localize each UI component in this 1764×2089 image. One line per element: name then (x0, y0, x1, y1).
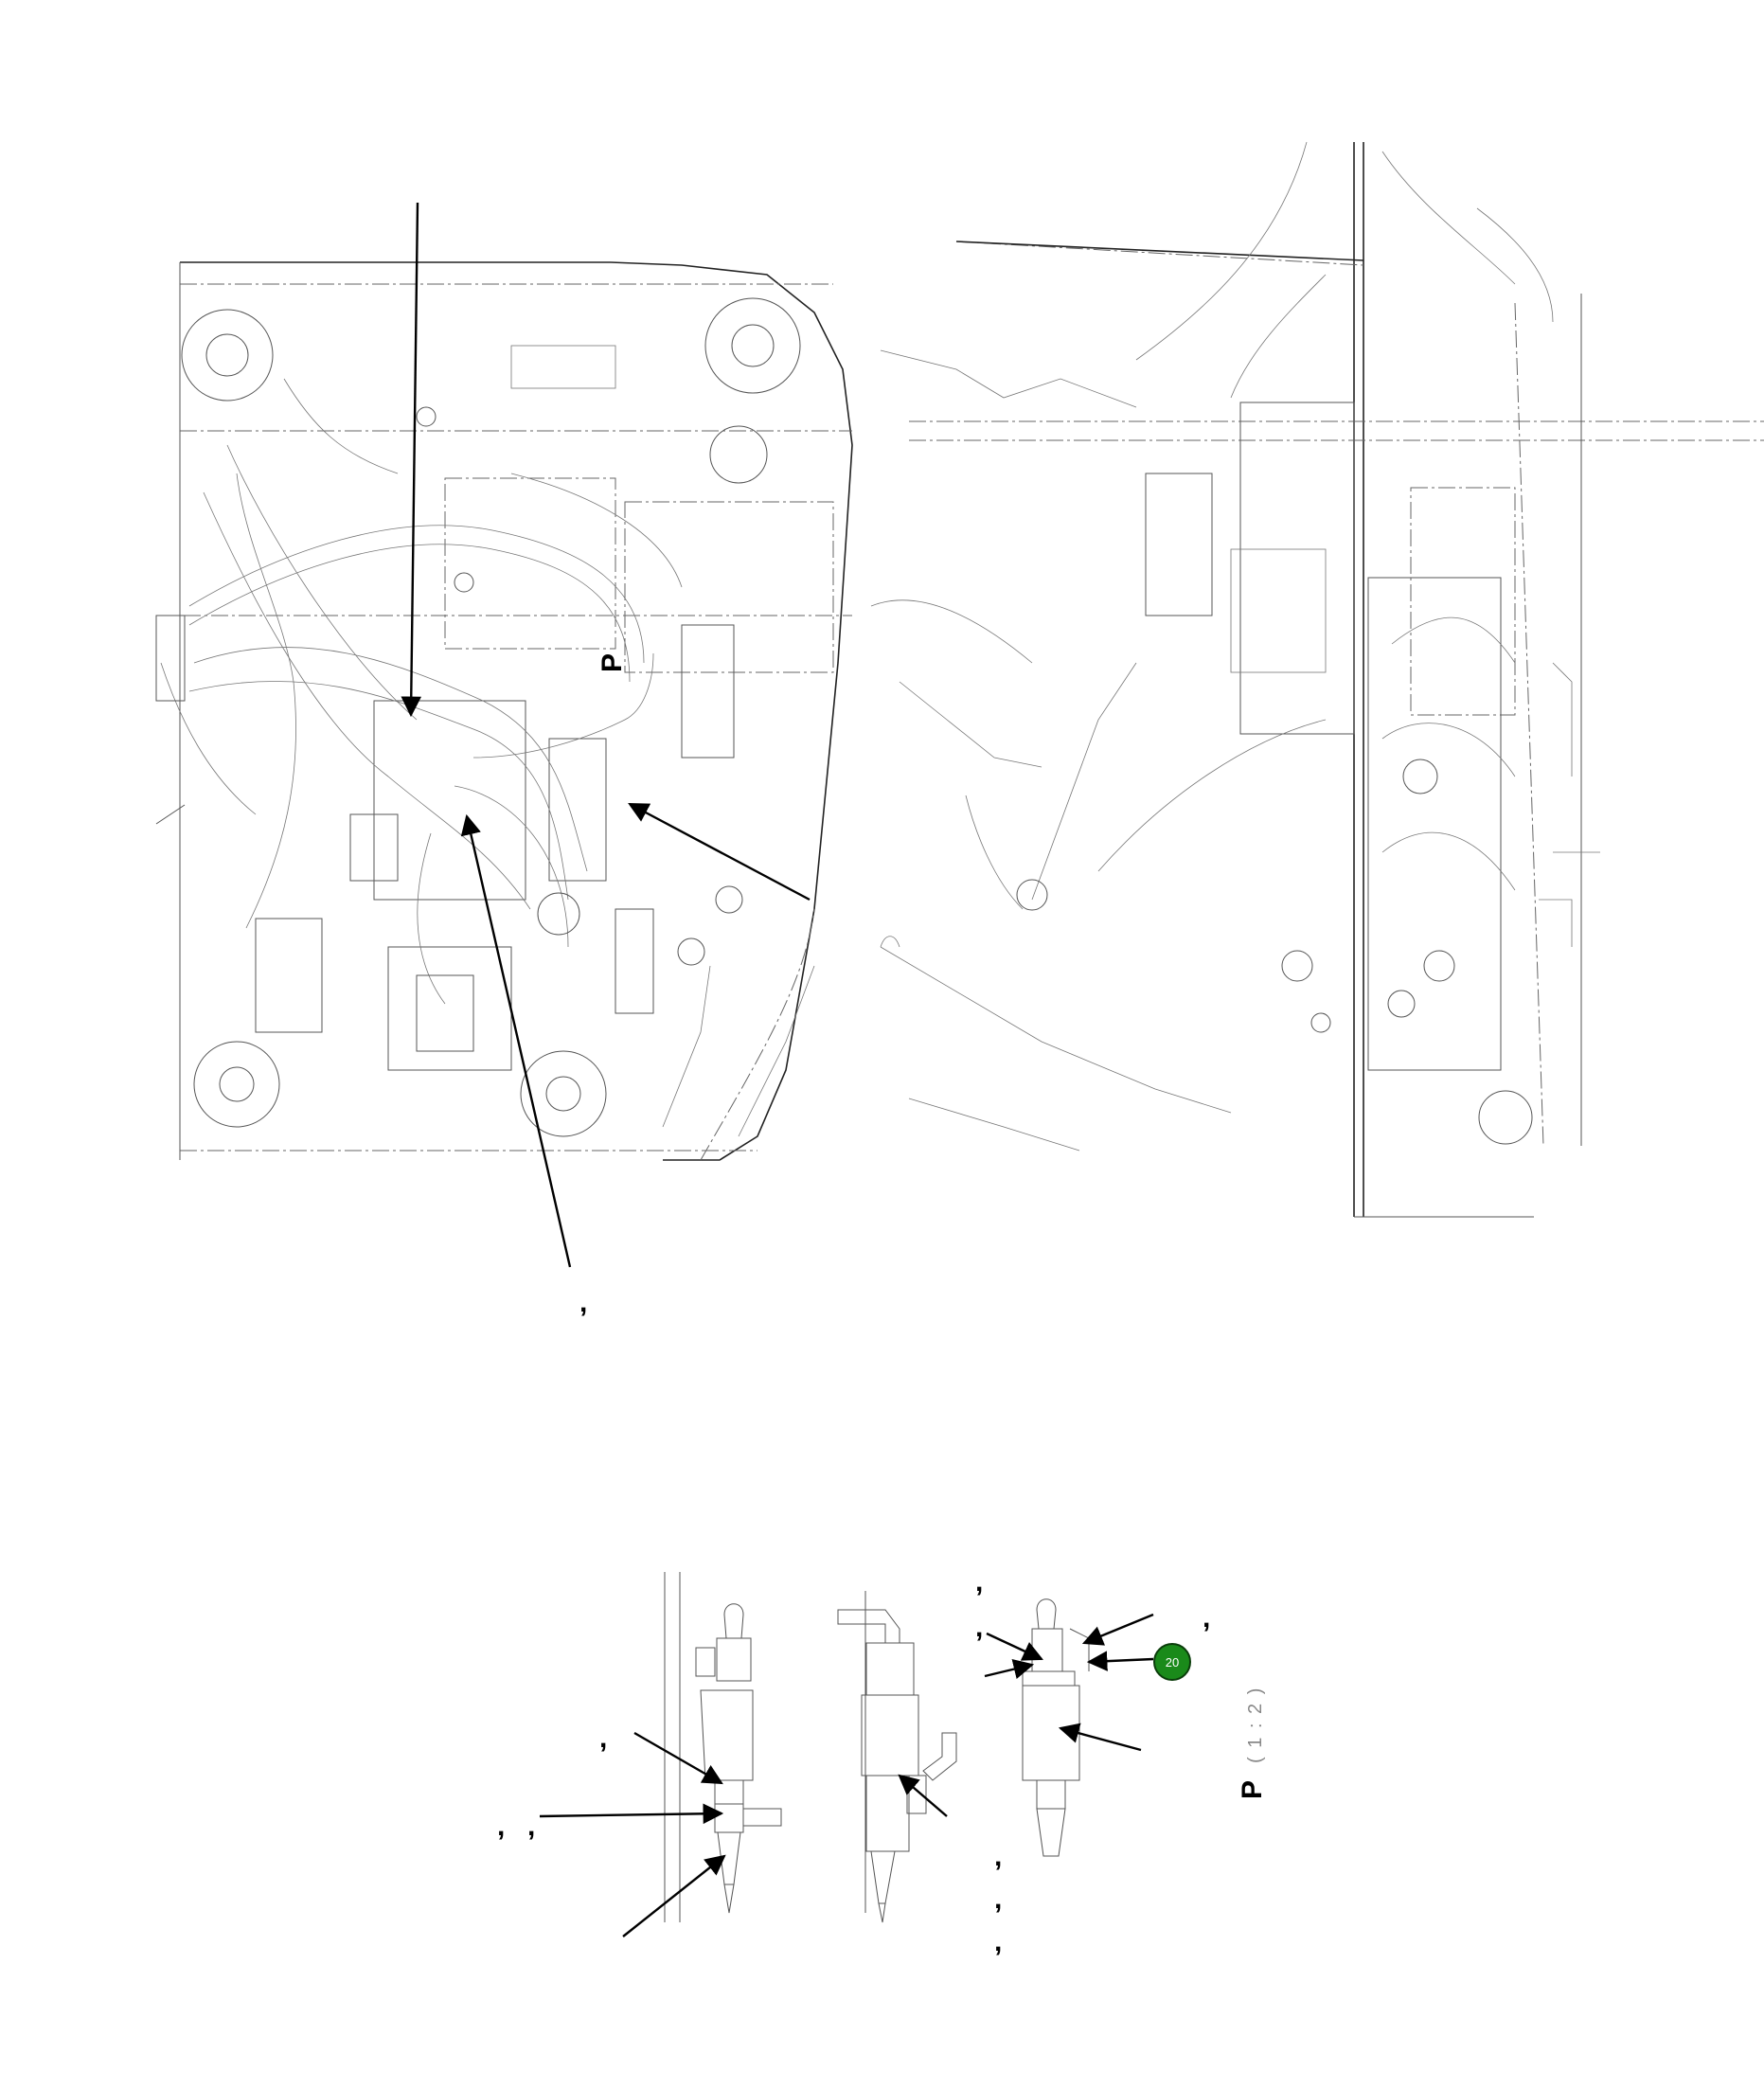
detail-view-label: P (1237, 1780, 1268, 1799)
leader-arrow-right (628, 802, 811, 902)
right-main-view (870, 141, 1764, 1218)
svg-text:,: , (1203, 1602, 1210, 1634)
detail-view-left (664, 1572, 782, 1922)
svg-text:,: , (599, 1723, 607, 1754)
svg-text:,: , (975, 1612, 983, 1643)
leader-arrows-detail (539, 1613, 1154, 1937)
svg-text:,: , (994, 1884, 1002, 1915)
svg-text:,: , (527, 1811, 535, 1842)
svg-text:,: , (497, 1811, 505, 1842)
detail-comma-marks: , , , , , , , , , (497, 1566, 1210, 1957)
view-label: P (597, 653, 628, 672)
svg-text:,: , (994, 1926, 1002, 1957)
leader-arrow-top (401, 202, 422, 718)
leader-arrow-bottom (460, 813, 572, 1268)
svg-text:,: , (994, 1841, 1002, 1872)
callout-badge-number: 20 (1165, 1654, 1180, 1669)
comma-mark-main: , (579, 1287, 587, 1318)
left-main-view (155, 261, 853, 1161)
callout-badge[interactable]: 20 (1153, 1643, 1191, 1681)
detail-view-middle (837, 1591, 957, 1923)
svg-text:,: , (975, 1566, 983, 1598)
detail-scale-label: ( 1 : 2 ) (1245, 1687, 1266, 1763)
detail-view-right (1022, 1598, 1090, 1857)
leader-arrow-left-stub (155, 804, 186, 825)
leader-arrows-main (155, 202, 811, 1268)
